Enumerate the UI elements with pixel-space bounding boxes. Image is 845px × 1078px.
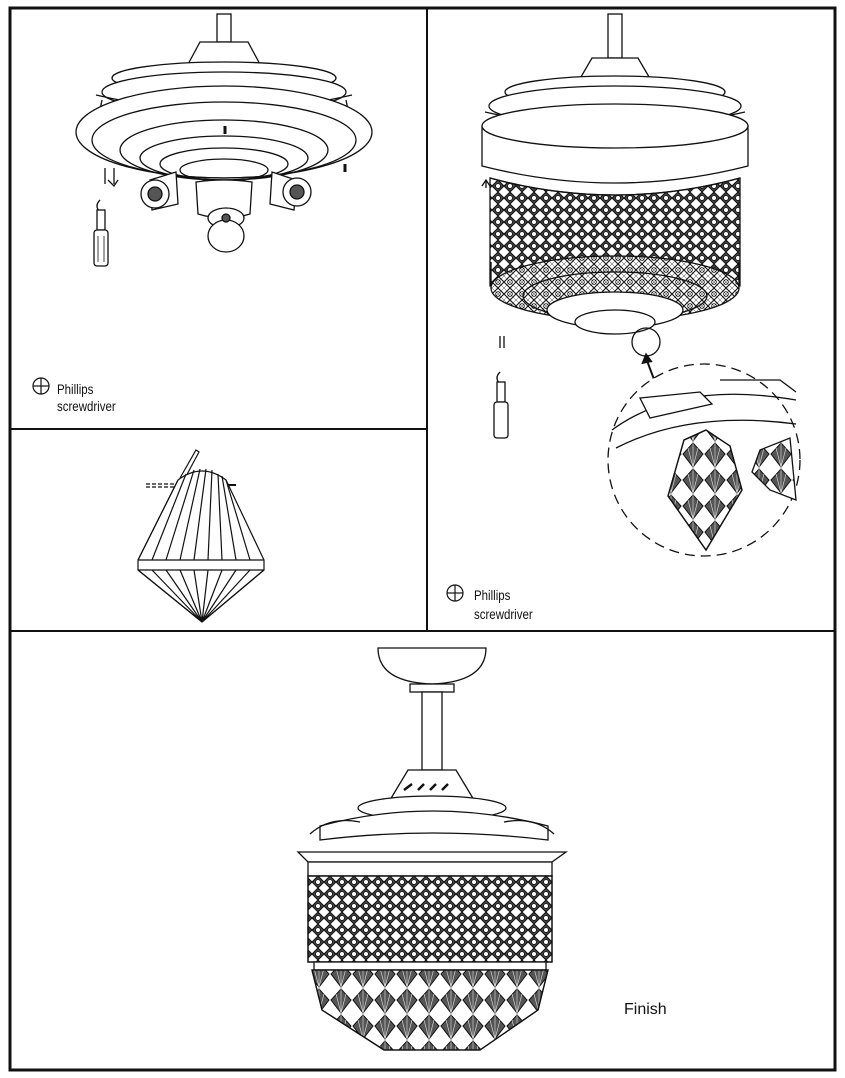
tool-label-screwdriver: screwdriver xyxy=(57,398,116,414)
outer-frame xyxy=(8,6,837,1072)
panel-remove-light-kit xyxy=(75,13,373,267)
phillips-cross-icon xyxy=(446,584,464,602)
tool-label-phillips: Phillips xyxy=(474,587,511,603)
phillips-cross-icon xyxy=(32,377,50,395)
finish-caption: Finish xyxy=(624,1001,667,1018)
panel-attach-lattice-shade xyxy=(481,13,801,557)
tool-label-screwdriver: screwdriver xyxy=(474,606,533,622)
tool-label-phillips: Phillips xyxy=(57,381,94,397)
panel-hang-crystal xyxy=(137,449,265,623)
panel-finished-fan xyxy=(296,647,569,1051)
